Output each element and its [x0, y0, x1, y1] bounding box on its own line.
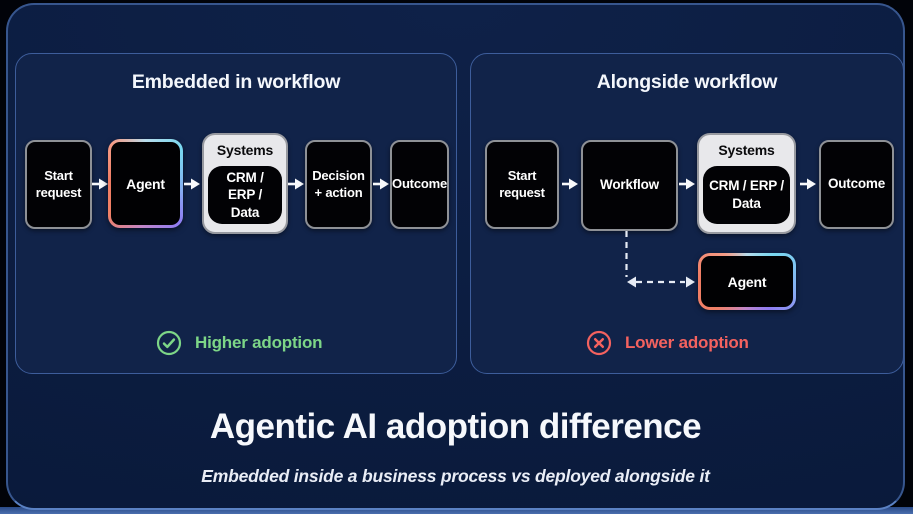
node-decision-action: Decision + action — [305, 140, 372, 229]
node-systems-group: Systems CRM / ERP / Data — [697, 133, 796, 234]
status-lower-adoption: Lower adoption — [586, 330, 749, 356]
arrow-right-icon — [679, 178, 695, 190]
node-label: Start request — [35, 168, 82, 200]
panel-title-alongside: Alongside workflow — [596, 71, 778, 93]
node-label: Workflow — [600, 177, 659, 193]
arrow-right-icon — [373, 178, 389, 190]
stage-card: Embedded in workflow Start request Agent… — [6, 3, 905, 510]
dashed-double-arrow-icon — [625, 231, 695, 288]
arrow-right-icon — [92, 178, 108, 190]
node-label: Outcome — [827, 176, 886, 192]
check-circle-icon — [156, 330, 182, 356]
node-label: Agent — [111, 142, 180, 225]
node-crm-erp-data: CRM / ERP / Data — [208, 166, 282, 224]
systems-group-label: Systems — [216, 142, 274, 158]
bottom-accent-strip — [0, 507, 913, 514]
arrow-right-icon — [184, 178, 200, 190]
node-start-request: Start request — [485, 140, 559, 229]
node-outcome: Outcome — [819, 140, 894, 229]
slide-subtitle: Embedded inside a business process vs de… — [201, 466, 710, 486]
node-outcome: Outcome — [390, 140, 449, 229]
node-label: Outcome — [392, 176, 447, 192]
systems-group-label: Systems — [718, 142, 775, 158]
slide-title: Agentic AI adoption difference — [209, 407, 702, 446]
node-agent: Agent — [698, 253, 796, 310]
node-workflow: Workflow — [581, 140, 678, 231]
status-label: Lower adoption — [625, 333, 749, 352]
panel-title-embedded: Embedded in workflow — [131, 71, 341, 93]
x-circle-icon — [586, 330, 612, 356]
node-label: Agent — [701, 256, 793, 307]
node-agent: Agent — [108, 139, 183, 228]
node-label: Start request — [499, 168, 545, 200]
arrow-right-icon — [288, 178, 304, 190]
node-label: Decision + action — [312, 168, 365, 200]
node-start-request: Start request — [25, 140, 92, 229]
arrow-right-icon — [800, 178, 816, 190]
panel-alongside-workflow: Alongside workflow Start request Workflo… — [470, 53, 904, 374]
panel-embedded-workflow: Embedded in workflow Start request Agent… — [15, 53, 457, 374]
status-higher-adoption: Higher adoption — [156, 330, 323, 356]
arrow-right-icon — [562, 178, 578, 190]
node-crm-erp-data: CRM / ERP / Data — [703, 166, 790, 224]
status-label: Higher adoption — [195, 333, 323, 352]
node-systems-group: Systems CRM / ERP / Data — [202, 133, 288, 234]
